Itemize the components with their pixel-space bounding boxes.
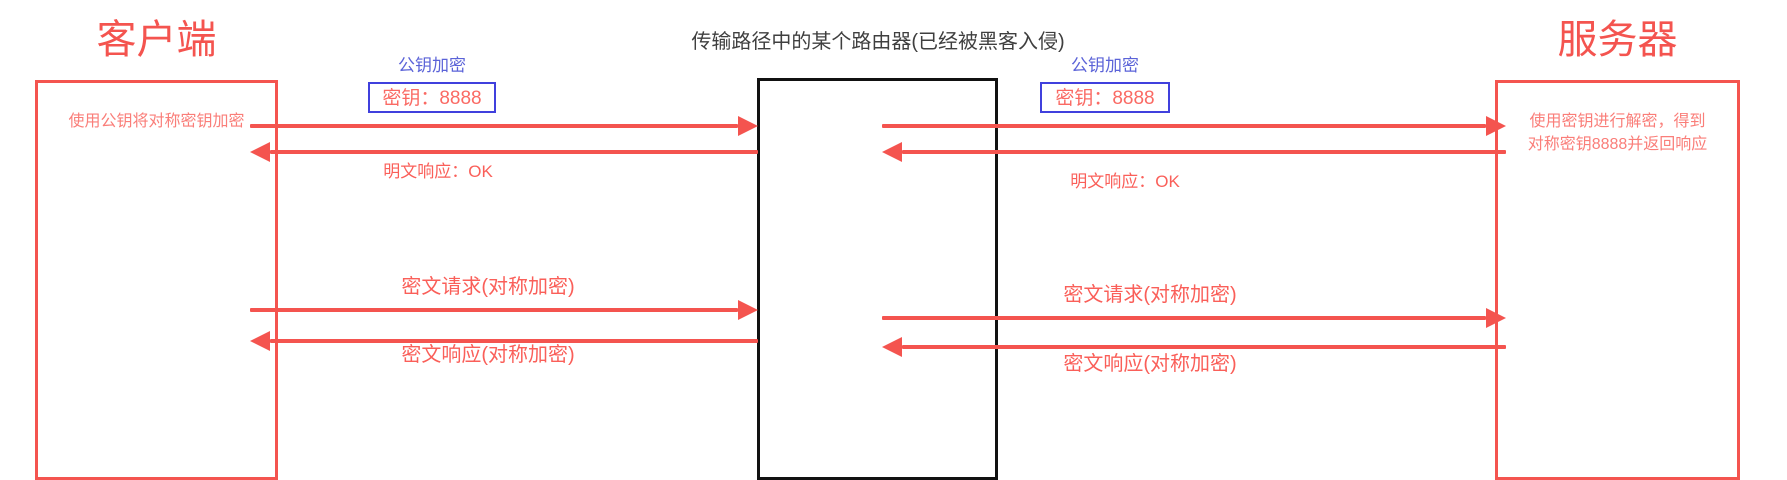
message-right-response-1-label: 明文响应：OK (1070, 172, 1180, 191)
key-callout-left: 公钥加密 密钥：8888 (368, 56, 496, 116)
message-right-request-2-arrowhead (1486, 308, 1506, 328)
message-left-request-2-arrowhead (738, 300, 758, 320)
message-left-response-2-label: 密文响应(对称加密) (401, 344, 575, 366)
message-right-response-1-arrowhead (882, 142, 902, 162)
server-note: 使用密钥进行解密，得到 对称密钥8888并返回响应 (1527, 113, 1708, 153)
message-left-request-2-line (250, 308, 738, 312)
client-lifeline-box (35, 80, 278, 480)
message-right-response-2-arrowhead (882, 337, 902, 357)
message-left-response-2-arrowhead (250, 331, 270, 351)
message-left-request-1-arrowhead (738, 116, 758, 136)
key-callout-left-value: 密钥：8888 (368, 82, 496, 113)
router-title: 传输路径中的某个路由器(已经被黑客入侵) (691, 31, 1065, 53)
message-left-response-1-label: 明文响应：OK (383, 162, 493, 181)
client-note: 使用公钥将对称密钥加密 (68, 113, 245, 130)
message-left-response-1-arrowhead (250, 142, 270, 162)
router-lifeline-box (757, 78, 998, 480)
message-left-response-2-line (270, 339, 758, 343)
message-left-response-1-line (270, 150, 758, 154)
key-callout-right: 公钥加密 密钥：8888 (1040, 56, 1170, 116)
server-lifeline-box (1495, 80, 1740, 480)
key-callout-right-value: 密钥：8888 (1040, 82, 1170, 113)
message-right-request-2-line (882, 316, 1486, 320)
message-right-request-2-label: 密文请求(对称加密) (1063, 284, 1237, 306)
message-left-request-1-line (250, 124, 738, 128)
message-right-request-1-arrowhead (1486, 116, 1506, 136)
message-right-response-2-line (902, 345, 1506, 349)
server-title: 服务器 (1557, 18, 1678, 62)
client-title: 客户端 (96, 18, 217, 62)
message-left-request-2-label: 密文请求(对称加密) (401, 276, 575, 298)
key-callout-right-caption: 公钥加密 (1071, 56, 1139, 75)
message-right-response-1-line (902, 150, 1506, 154)
message-right-request-1-line (882, 124, 1486, 128)
message-right-response-2-label: 密文响应(对称加密) (1063, 353, 1237, 375)
key-callout-left-caption: 公钥加密 (398, 56, 466, 75)
